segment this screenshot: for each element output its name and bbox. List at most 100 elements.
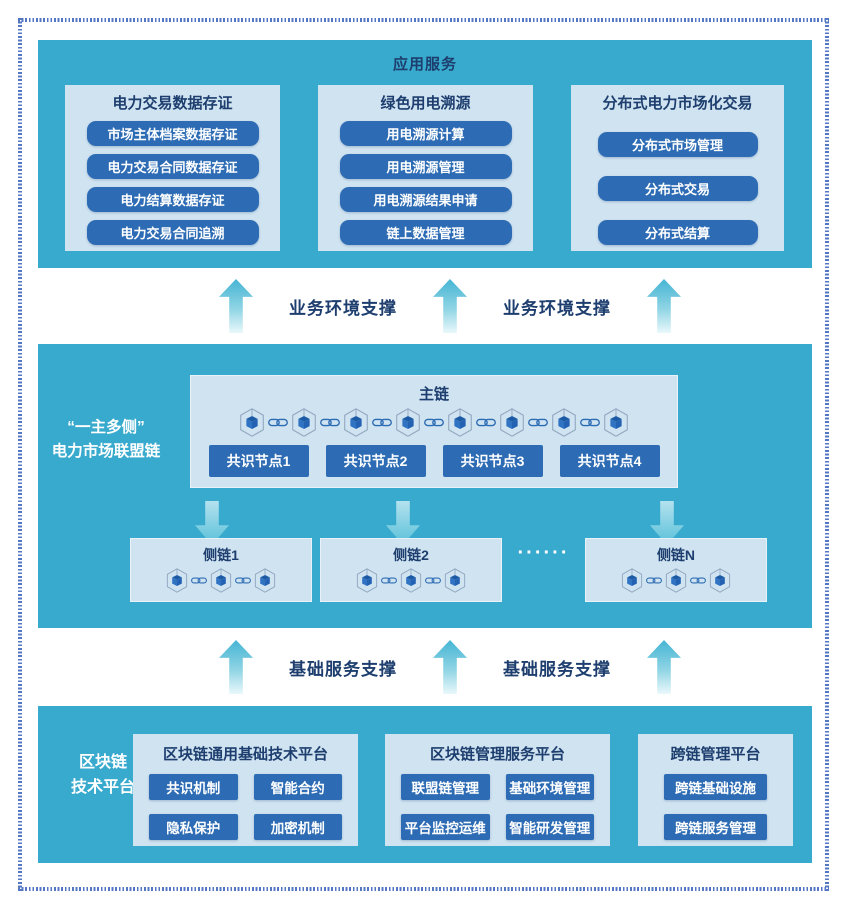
block-cube-icon: [356, 568, 378, 593]
service-item: 电力结算数据存证: [86, 187, 259, 212]
platform-item: 共识机制: [149, 774, 238, 800]
panel-cross-chain-management: 跨链管理平台 跨链基础设施 跨链服务管理: [638, 734, 793, 846]
panel-power-trade-data-deposit: 电力交易数据存证 市场主体档案数据存证 电力交易合同数据存证 电力结算数据存证 …: [65, 85, 280, 251]
side-chain-title: 侧链1: [203, 547, 239, 563]
chain-link-icon: [191, 577, 207, 584]
service-item: 分布式结算: [597, 220, 758, 245]
chain-link-icon: [690, 577, 706, 584]
panel-management-service: 区块链管理服务平台 联盟链管理 基础环境管理 平台监控运维 智能研发管理: [385, 734, 610, 846]
block-cube-icon: [254, 568, 276, 593]
up-arrow-icon: [647, 279, 681, 333]
panel-title: 区块链管理服务平台: [429, 746, 565, 763]
dashed-border-top: [18, 18, 829, 22]
side-label-line1: “一主多侧”: [67, 419, 145, 436]
support-label: 基础服务支撑: [503, 659, 611, 679]
button-grid: 共识机制 智能合约 隐私保护 加密机制: [133, 764, 358, 840]
consensus-node: 共识节点4: [559, 445, 660, 477]
button-grid: 联盟链管理 基础环境管理 平台监控运维 智能研发管理: [385, 764, 610, 840]
service-item: 市场主体档案数据存证: [86, 121, 259, 146]
blockchain-chain-graphic: [586, 568, 766, 593]
dashed-border-right: [825, 18, 829, 891]
chain-link-icon: [268, 418, 288, 427]
consensus-node: 共识节点2: [325, 445, 426, 477]
platform-item: 隐私保护: [149, 814, 238, 840]
side-chain-panel-2: 侧链2: [320, 538, 502, 602]
panel-title: 跨链管理平台: [670, 746, 761, 763]
block-cube-icon: [552, 408, 576, 437]
platform-item: 基础环境管理: [505, 774, 594, 800]
side-chain-title: 侧链2: [393, 547, 429, 563]
consensus-node: 共识节点3: [442, 445, 543, 477]
basic-support-band: 基础服务支撑 基础服务支撑: [38, 628, 812, 706]
platform-item: 跨链服务管理: [664, 814, 767, 840]
button-stack: 跨链基础设施 跨链服务管理: [638, 764, 793, 840]
service-item: 用电溯源管理: [339, 154, 512, 179]
panel-general-basic-tech: 区块链通用基础技术平台 共识机制 智能合约 隐私保护 加密机制: [133, 734, 358, 846]
service-item: 用电溯源结果申请: [339, 187, 512, 212]
panel-green-power-trace: 绿色用电溯源 用电溯源计算 用电溯源管理 用电溯源结果申请 链上数据管理: [318, 85, 533, 251]
side-chain-panel-1: 侧链1: [130, 538, 312, 602]
service-item: 用电溯源计算: [339, 121, 512, 146]
side-chain-panel-n: 侧链N: [585, 538, 767, 602]
consensus-nodes-row: 共识节点1 共识节点2 共识节点3 共识节点4: [191, 445, 677, 477]
block-cube-icon: [166, 568, 188, 593]
block-cube-icon: [500, 408, 524, 437]
platform-item: 联盟链管理: [401, 774, 490, 800]
side-label-line2: 技术平台: [70, 779, 135, 796]
blockchain-chain-graphic: [191, 408, 677, 437]
platform-item: 平台监控运维: [401, 814, 490, 840]
chain-link-icon: [425, 577, 441, 584]
chain-link-icon: [381, 577, 397, 584]
main-chain-title: 主链: [418, 386, 449, 403]
side-chain-title: 侧链N: [656, 547, 696, 563]
up-arrow-icon: [433, 640, 467, 694]
block-cube-icon: [444, 568, 466, 593]
side-label-line2: 电力市场联盟链: [51, 443, 161, 460]
support-label: 基础服务支撑: [289, 659, 397, 679]
platform-item: 跨链基础设施: [664, 774, 767, 800]
chain-link-icon: [646, 577, 662, 584]
side-label-line1: 区块链: [78, 754, 127, 771]
chain-link-icon: [235, 577, 251, 584]
platform-item: 加密机制: [253, 814, 342, 840]
blockchain-chain-graphic: [131, 568, 311, 593]
blockchain-chain-graphic: [321, 568, 501, 593]
block-cube-icon: [210, 568, 232, 593]
panel-distributed-market-trade: 分布式电力市场化交易 分布式市场管理 分布式交易 分布式结算: [571, 85, 784, 251]
platform-item: 智能研发管理: [505, 814, 594, 840]
block-cube-icon: [621, 568, 643, 593]
blockchain-platform-section: 区块链 技术平台 区块链通用基础技术平台 共识机制 智能合约 隐私保护 加密机制…: [38, 706, 812, 863]
chain-link-icon: [476, 418, 496, 427]
service-item: 分布式交易: [597, 176, 758, 201]
service-item: 链上数据管理: [339, 220, 512, 245]
panel-title: 区块链通用基础技术平台: [162, 746, 328, 763]
block-cube-icon: [665, 568, 687, 593]
block-cube-icon: [400, 568, 422, 593]
block-cube-icon: [448, 408, 472, 437]
service-item: 分布式市场管理: [597, 132, 758, 157]
chain-link-icon: [320, 418, 340, 427]
up-arrow-icon: [219, 640, 253, 694]
ellipsis-dots: ······: [517, 542, 570, 564]
chain-link-icon: [424, 418, 444, 427]
block-cube-icon: [240, 408, 264, 437]
application-services-section: 应用服务 电力交易数据存证 市场主体档案数据存证 电力交易合同数据存证 电力结算…: [38, 40, 812, 268]
consensus-node: 共识节点1: [208, 445, 309, 477]
up-arrow-icon: [433, 279, 467, 333]
block-cube-icon: [709, 568, 731, 593]
panel-title: 分布式电力市场化交易: [602, 95, 753, 112]
dashed-border-bottom: [18, 887, 829, 891]
block-cube-icon: [396, 408, 420, 437]
block-cube-icon: [604, 408, 628, 437]
support-label: 业务环境支撑: [503, 298, 611, 318]
dashed-border-left: [18, 18, 22, 891]
chain-link-icon: [528, 418, 548, 427]
service-item: 电力交易合同追溯: [86, 220, 259, 245]
up-arrow-icon: [647, 640, 681, 694]
main-chain-panel: 主链 共识节点1 共识节点2 共识节点3 共识节点4: [190, 375, 678, 488]
panel-title: 电力交易数据存证: [112, 95, 233, 112]
service-item: 电力交易合同数据存证: [86, 154, 259, 179]
platform-side-label: 区块链 技术平台: [40, 750, 166, 800]
chain-link-icon: [372, 418, 392, 427]
